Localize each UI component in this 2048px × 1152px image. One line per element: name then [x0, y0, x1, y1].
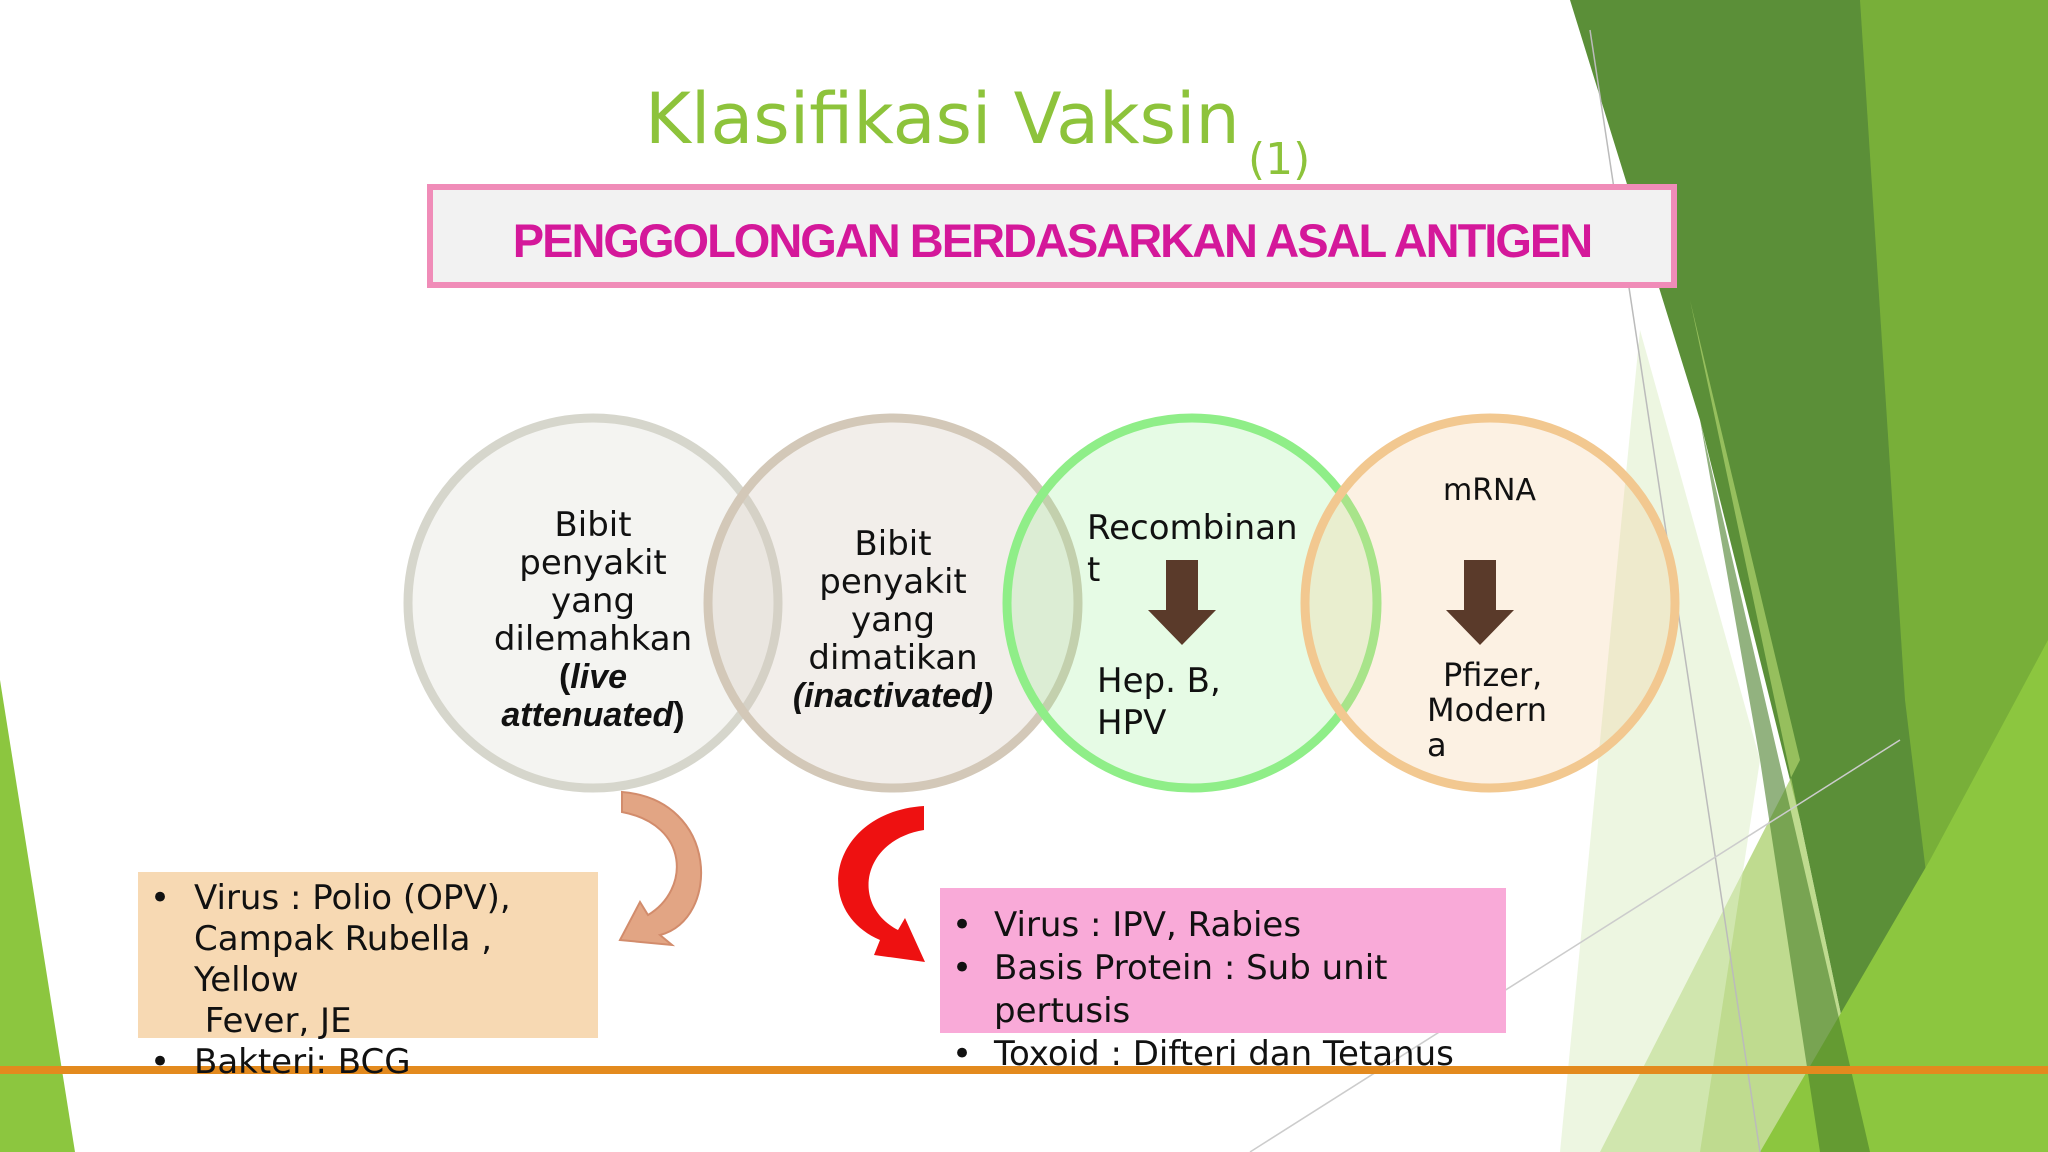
live-attenuated-examples-box: • Virus : Polio (OPV), Campak Rubella , … — [138, 872, 598, 1082]
list-item-line: Virus : Polio (OPV), — [194, 878, 511, 918]
circle-text-line: dilemahkan — [493, 619, 693, 659]
circle-recombinant-examples: Hep. B, HPV — [1097, 660, 1277, 744]
slide-title-number: (1) — [1248, 134, 1311, 185]
circle-recombinant-top: Recombinan t — [1087, 507, 1327, 591]
circle-text-line: mRNA — [1442, 473, 1537, 508]
list-item: • Virus : IPV, Rabies — [952, 904, 1506, 947]
circle-text-line: yang — [850, 600, 936, 640]
circle-text-line: penyakit — [519, 543, 667, 583]
list-item-line: Campak Rubella , Yellow — [194, 919, 493, 1000]
bullet-icon: • — [952, 905, 973, 945]
circle-live-attenuated — [403, 413, 783, 793]
circle-inactivated-label: Bibit penyakit yang dimatikan (inactivat… — [773, 525, 1013, 715]
list-item-text: Toxoid : Difteri dan Tetanus — [994, 1034, 1454, 1074]
green-panel-shadow — [1700, 420, 1870, 1152]
list-item: • Bakteri: BCG — [150, 1042, 598, 1083]
green-panel-pale — [1560, 330, 1760, 1152]
circle-text-line: Hep. B, — [1097, 661, 1221, 701]
divider-line — [0, 1066, 2048, 1074]
circle-text-line: (inactivated) — [792, 677, 994, 715]
circle-text-line: (live — [558, 658, 628, 696]
bullet-icon: • — [150, 878, 171, 918]
subtitle: PENGGOLONGAN BERDASARKAN ASAL ANTIGEN — [512, 213, 1593, 267]
circle-text-line: attenuated) — [501, 696, 685, 734]
circle-inactivated — [703, 413, 1083, 793]
list-item-text: Basis Protein : Sub unit pertusis — [994, 948, 1388, 1031]
circle-text-line: a — [1427, 726, 1447, 764]
circle-text-line: Bibit — [854, 524, 932, 564]
list-item-line: Fever, JE — [194, 1001, 352, 1041]
circle-mrna-top: mRNA — [1412, 472, 1567, 510]
list-item-text: Virus : IPV, Rabies — [994, 905, 1302, 945]
list-item: • Virus : Polio (OPV), Campak Rubella , … — [150, 878, 598, 1042]
circle-text-line: yang — [550, 581, 636, 621]
circle-text-line: t — [1087, 550, 1101, 590]
circle-mrna-examples: Pfizer, Modern a — [1427, 658, 1577, 763]
down-arrow-icon — [1148, 560, 1216, 645]
bullet-icon: • — [952, 1034, 973, 1074]
circle-text-line: Bibit — [554, 505, 632, 545]
list-item: • Toxoid : Difteri dan Tetanus — [952, 1033, 1506, 1076]
bullet-list: • Virus : IPV, Rabies • Basis Protein : … — [952, 904, 1506, 1076]
green-left-sliver — [0, 680, 75, 1152]
thin-line — [1249, 739, 1901, 1152]
bullet-list: • Virus : Polio (OPV), Campak Rubella , … — [150, 878, 598, 1083]
bullet-icon: • — [150, 1042, 171, 1082]
circle-text-line: dimatikan — [808, 638, 978, 678]
slide-title: Klasifikasi Vaksin — [645, 78, 1240, 160]
circle-text-line: HPV — [1097, 703, 1167, 743]
circle-live-attenuated-label: Bibit penyakit yang dilemahkan (live att… — [478, 506, 708, 734]
down-arrow-icon — [1446, 560, 1514, 645]
curved-arrow-icon — [618, 790, 702, 947]
curved-arrow-icon — [838, 806, 925, 962]
subtitle-box: PENGGOLONGAN BERDASARKAN ASAL ANTIGEN — [427, 184, 1677, 288]
inactivated-examples-box: • Virus : IPV, Rabies • Basis Protein : … — [940, 888, 1506, 1074]
circle-text-line: Modern — [1427, 691, 1548, 729]
circle-text-line: Recombinan — [1087, 508, 1298, 548]
circle-text-line: penyakit — [819, 562, 967, 602]
green-panel-bright — [1760, 640, 2048, 1152]
circle-text-line: Pfizer, — [1443, 656, 1543, 694]
list-item-line: Bakteri: BCG — [194, 1042, 411, 1082]
bullet-icon: • — [952, 948, 973, 988]
list-item: • Basis Protein : Sub unit pertusis — [952, 947, 1506, 1033]
